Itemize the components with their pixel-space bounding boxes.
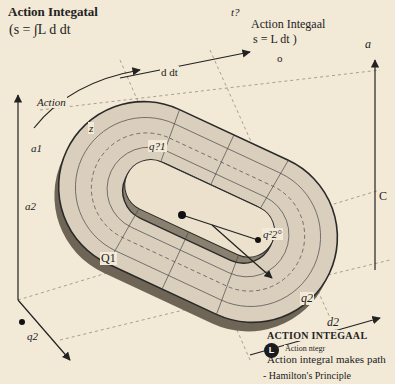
region-label: Q1 — [100, 252, 117, 265]
axis-label: z — [88, 122, 94, 134]
point-label: q?1 — [148, 140, 167, 152]
formula: (s = ∫L d dt — [8, 22, 72, 37]
axis-label: C — [378, 190, 388, 203]
arrow-label: Action — [36, 96, 67, 108]
note-text: Action ntegr — [284, 345, 326, 354]
formula: s = L dt ) — [252, 33, 298, 46]
note-text: - Hamilton's Principle — [262, 370, 352, 381]
note-text: Action integral makes path — [266, 354, 390, 365]
axis-label: q2 — [300, 292, 314, 305]
point-label: q²2° — [262, 228, 283, 240]
axis-label: o — [276, 52, 284, 64]
axis-label: q2 — [26, 330, 39, 342]
title: Action Integatal — [8, 4, 98, 20]
heading-label: Action Integaal — [250, 18, 326, 31]
symbol-letter: L — [269, 346, 275, 355]
axis-label: a1 — [30, 142, 43, 154]
axis-label: a — [364, 38, 372, 51]
axis-label: t? — [230, 6, 241, 18]
caption-heading: ACTION INTEGAAL — [266, 330, 368, 341]
symbol-circle: L — [264, 343, 279, 358]
axis-label: a2 — [24, 200, 37, 212]
formula: d dt — [160, 66, 179, 78]
axis-label: d2 — [326, 316, 340, 329]
